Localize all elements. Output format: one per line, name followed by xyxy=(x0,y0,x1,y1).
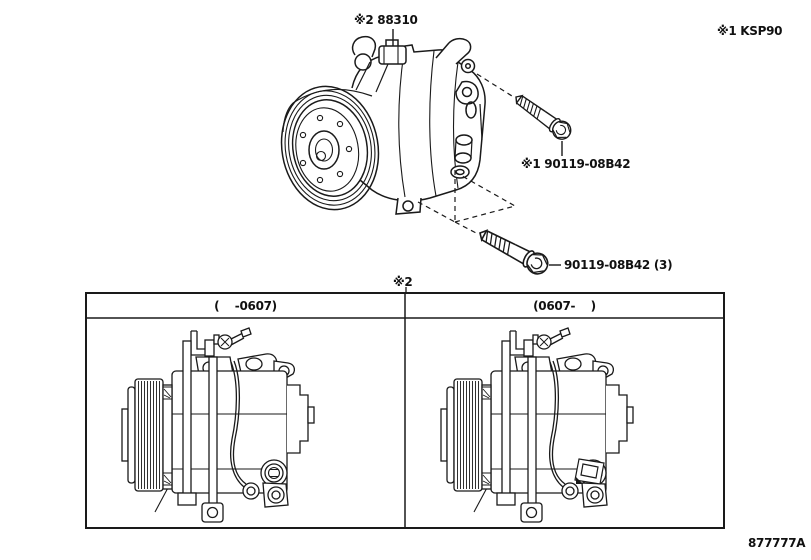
pulley-holes xyxy=(299,114,353,184)
leader-lines xyxy=(392,29,563,266)
upper-bolt-drawing xyxy=(510,89,575,144)
figure-code: 877777A xyxy=(748,536,806,550)
pulley xyxy=(280,85,380,211)
lower-bolt-drawing xyxy=(474,223,553,279)
model-code-note: ※1 KSP90 xyxy=(717,24,783,38)
pulley-hub xyxy=(308,130,340,170)
lower-bolt-part-number: 90119-08B42 (3) xyxy=(564,258,673,272)
left-panel-compressor-drawing xyxy=(121,327,315,523)
variant-box xyxy=(85,287,725,529)
variant-box-note: ※2 xyxy=(393,275,413,289)
dashed-alignment-lines xyxy=(417,73,516,235)
right-variant-date-range: (0607- ) xyxy=(533,299,596,313)
main-part-number: ※2 88310 xyxy=(354,13,418,27)
right-panel-compressor-drawing xyxy=(440,327,634,523)
main-compressor-drawing xyxy=(280,35,486,215)
left-variant-date-range: ( -0607) xyxy=(214,299,277,313)
upper-bolt-part-number: ※1 90119-08B42 xyxy=(521,157,631,171)
